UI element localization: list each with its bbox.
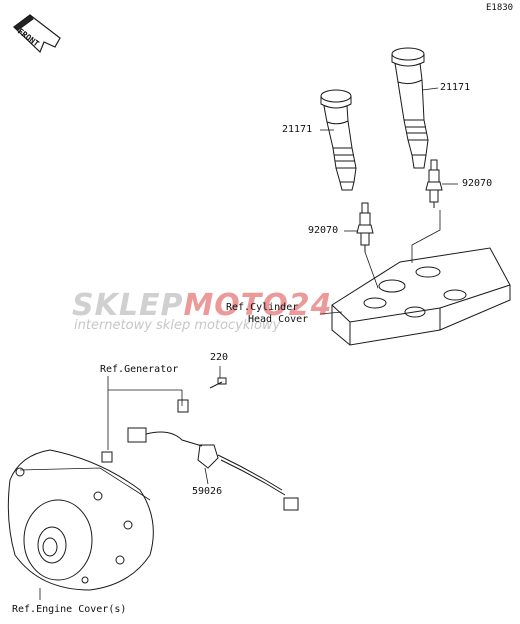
watermark-tagline: internetowy sklep motocyklowy xyxy=(74,318,281,333)
leader-lines-upper xyxy=(319,87,458,315)
part-number-coil-right: 21171 xyxy=(440,82,471,93)
watermark-brand-gray: SKLEP xyxy=(72,288,184,323)
ref-head-cover-label: Head Cover xyxy=(248,314,309,325)
leader-lines-lower xyxy=(39,366,221,600)
part-number-coil-left: 21171 xyxy=(282,124,313,135)
front-arrow-icon xyxy=(13,14,61,54)
generator-stator xyxy=(7,449,154,591)
ref-engine-cover-label: Ref.Engine Cover(s) xyxy=(12,604,127,615)
part-number-sensor: 59026 xyxy=(192,486,223,497)
spark-plug-right xyxy=(425,159,443,208)
part-number-plug-right: 92070 xyxy=(462,178,493,189)
watermark-suffix: 24 xyxy=(288,288,333,323)
watermark-brand: SKLEPMOTO24 xyxy=(72,288,333,323)
part-number-plug-left: 92070 xyxy=(308,225,339,236)
spark-plug-left xyxy=(356,202,374,252)
ref-cylinder-label: Ref.Cylinder xyxy=(226,302,299,313)
pickup-sensor-harness xyxy=(101,377,299,511)
diagram-code: E1830 xyxy=(486,3,514,13)
ignition-coil-left xyxy=(320,89,357,191)
cylinder-head-cover xyxy=(331,210,511,346)
part-number-bolt: 220 xyxy=(210,352,229,363)
ref-generator-label: Ref.Generator xyxy=(100,364,179,375)
ignition-coil-right xyxy=(391,47,429,169)
watermark-brand-red: MOTO xyxy=(183,288,289,323)
